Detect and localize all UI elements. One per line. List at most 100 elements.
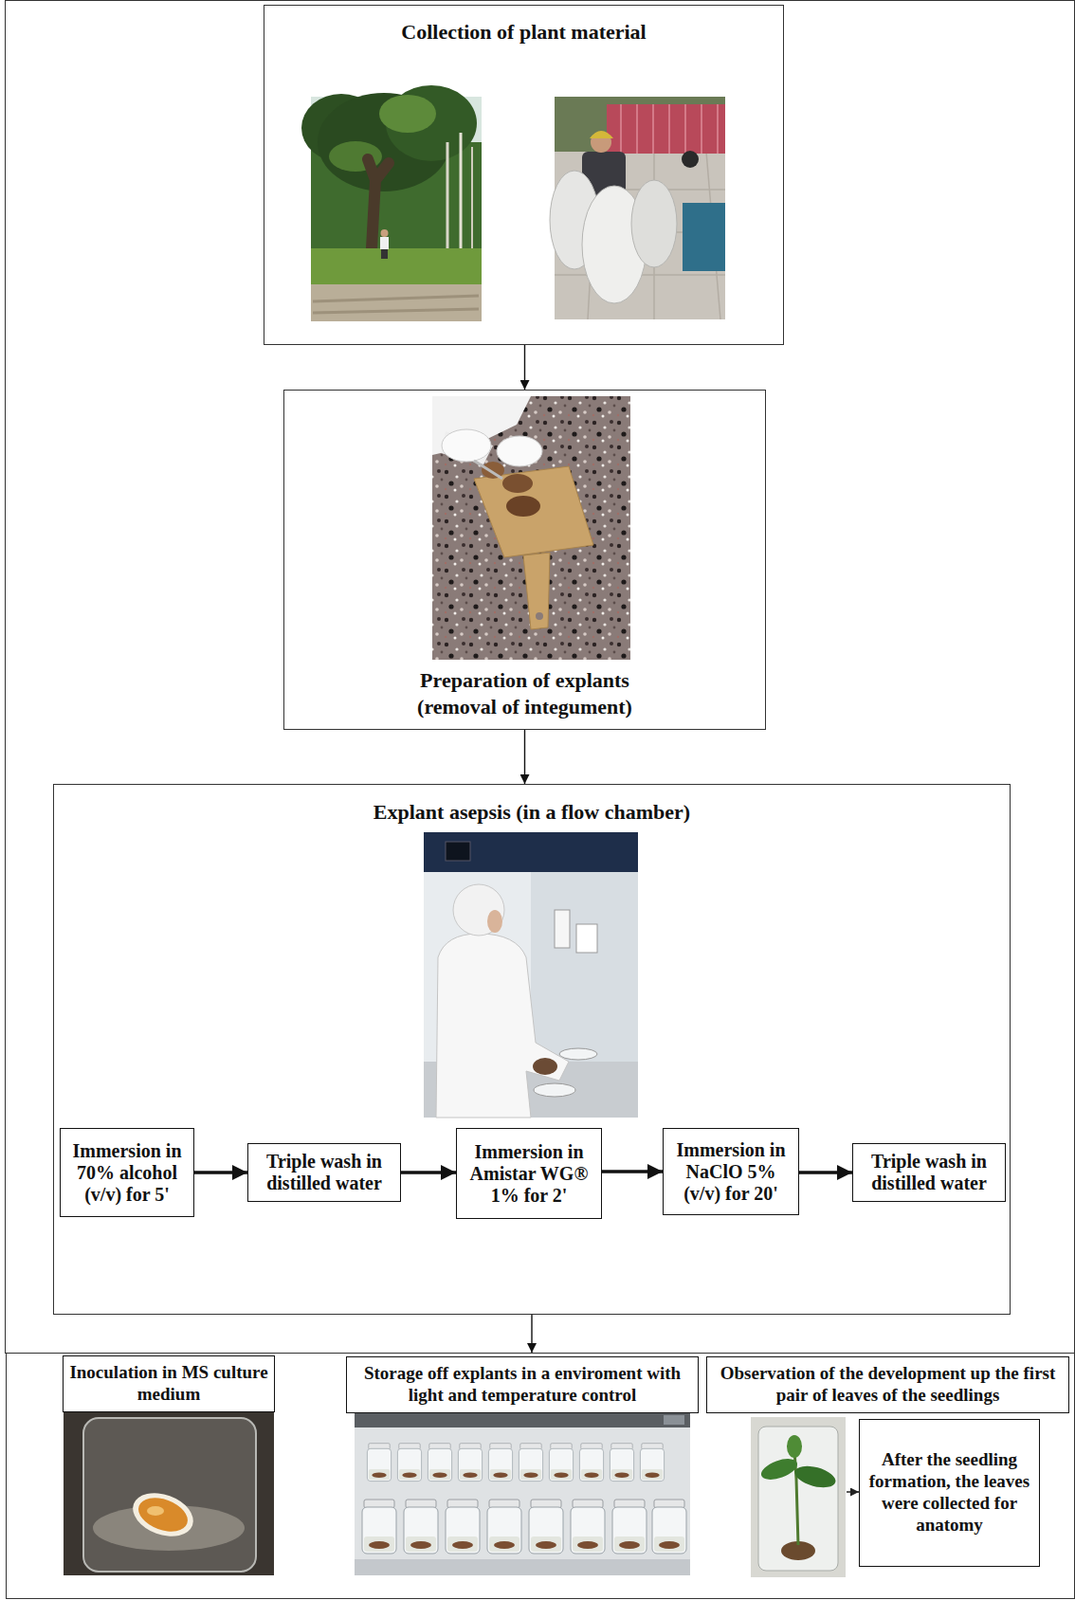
sacks-photo xyxy=(631,180,677,268)
tree-photo xyxy=(301,85,482,322)
flow-chamber-photo xyxy=(554,910,570,948)
flow-arrow xyxy=(194,1170,248,1175)
explant-preparation-photo xyxy=(432,396,631,660)
box-label: Inoculation in MS culture medium xyxy=(68,1362,270,1406)
sacks-photo xyxy=(606,104,726,154)
flow-arrow xyxy=(530,1314,532,1353)
sacks-photo xyxy=(549,96,726,320)
bottom-panel: Inoculation in MS culture medium Storage … xyxy=(5,1352,1075,1600)
growth-room-photo xyxy=(354,1412,691,1428)
tree-photo xyxy=(381,249,388,259)
seedling-photo xyxy=(792,1462,839,1493)
flow-chamber-photo xyxy=(436,933,569,1118)
tree-photo xyxy=(310,284,482,322)
flow-chamber-photo xyxy=(532,1057,558,1075)
growth-room-photo xyxy=(487,1499,522,1554)
flow-chamber-photo xyxy=(533,1083,576,1097)
box-label: Immersion in 70% alcohol (v/v) for 5' xyxy=(66,1140,188,1206)
flow-chamber-photo xyxy=(453,884,505,936)
sacks-photo xyxy=(620,104,718,154)
seedling-photo xyxy=(758,1455,801,1485)
stage-label-box: Observation of the development up the fi… xyxy=(706,1356,1070,1414)
step-box: Immersion in NaClO 5% (v/v) for 20' xyxy=(662,1128,800,1216)
stage-panel: Collection of plant material xyxy=(263,4,784,346)
box-label: Observation of the development up the fi… xyxy=(711,1363,1064,1407)
pointer-arrow xyxy=(846,1491,859,1494)
box-label: Immersion in Amistar WG® 1% for 2' xyxy=(462,1141,596,1207)
inoculation-photo xyxy=(127,1485,200,1545)
growth-room-photo xyxy=(427,1443,452,1482)
growth-room-photo xyxy=(362,1499,397,1554)
seedling-photo xyxy=(750,1417,846,1578)
inoculation-photo xyxy=(63,1412,274,1576)
growth-room-photo xyxy=(548,1443,573,1482)
box-label: After the seedling formation, the leaves… xyxy=(864,1449,1035,1536)
explant-preparation-photo xyxy=(502,473,533,493)
explant-preparation-photo xyxy=(523,552,550,630)
seedling-photo xyxy=(758,1426,839,1571)
stage-label-box: Inoculation in MS culture medium xyxy=(62,1355,275,1413)
inoculation-photo xyxy=(133,1492,193,1539)
growth-room-photo xyxy=(639,1443,664,1482)
stage-title: Preparation of explants (removal of inte… xyxy=(387,667,663,722)
explant-preparation-photo xyxy=(473,460,503,479)
growth-room-photo xyxy=(488,1443,512,1482)
tree-photo xyxy=(381,229,389,237)
growth-room-photo xyxy=(609,1443,634,1482)
tree-photo xyxy=(459,132,463,255)
box-label: Triple wash in distilled water xyxy=(254,1150,395,1195)
growth-room-photo xyxy=(354,1559,691,1576)
sacks-photo xyxy=(589,130,614,139)
growth-room-photo xyxy=(612,1499,647,1554)
growth-room-photo xyxy=(445,1499,480,1554)
tree-photo xyxy=(367,159,389,249)
tree-photo xyxy=(312,295,479,313)
explant-preparation-photo xyxy=(496,436,543,467)
growth-room-photo xyxy=(528,1499,564,1554)
stage-panel: Preparation of explants (removal of inte… xyxy=(283,389,766,730)
tree-photo xyxy=(446,142,450,255)
flow-chamber-photo xyxy=(423,832,638,1118)
flow-chamber-photo xyxy=(576,924,598,953)
flow-chamber-photo xyxy=(445,841,471,861)
explant-preparation-photo xyxy=(432,396,631,660)
flow-arrow xyxy=(400,1170,456,1175)
flow-arrow xyxy=(799,1170,853,1175)
flow-chamber-photo xyxy=(423,832,638,873)
flow-arrow xyxy=(524,345,526,390)
box-label: Immersion in NaClO 5% (v/v) for 20' xyxy=(669,1139,793,1205)
flow-arrow xyxy=(524,729,526,784)
growth-room-photo xyxy=(457,1443,482,1482)
explant-preparation-photo xyxy=(441,429,492,462)
step-box: Triple wash in distilled water xyxy=(852,1143,1006,1203)
growth-room-photo xyxy=(354,1412,691,1576)
sacks-photo xyxy=(681,150,699,168)
stage-title: Collection of plant material xyxy=(400,19,646,44)
flow-chamber-photo xyxy=(487,910,503,933)
box-label: Triple wash in distilled water xyxy=(858,1150,1000,1195)
flow-chamber-photo xyxy=(530,872,638,1062)
inoculation-photo xyxy=(146,1506,164,1516)
inoculation-photo xyxy=(83,1418,256,1572)
growth-room-photo xyxy=(663,1415,685,1425)
flow-chamber-photo xyxy=(559,1048,598,1060)
stage-title: Explant asepsis (in a flow chamber) xyxy=(373,800,691,824)
stage-label-box: Storage off explants in a enviroment wit… xyxy=(346,1356,699,1414)
stage-panel: Immersion in 70% alcohol (v/v) for 5' Tri… xyxy=(53,783,1011,1315)
inoculation-photo xyxy=(63,1412,274,1576)
seedling-photo xyxy=(750,1417,846,1578)
outer-frame xyxy=(5,0,1075,1354)
growth-room-photo xyxy=(570,1499,605,1554)
box-label: Storage off explants in a enviroment wit… xyxy=(351,1363,693,1407)
flow-arrow xyxy=(601,1169,663,1174)
explant-preparation-photo xyxy=(506,495,541,517)
sacks-photo xyxy=(682,202,726,272)
note-box: After the seedling formation, the leaves… xyxy=(858,1419,1040,1567)
growth-room-photo xyxy=(366,1443,391,1482)
explant-preparation-photo xyxy=(535,612,544,620)
tree-photo xyxy=(471,146,474,255)
step-box: Triple wash in distilled water xyxy=(247,1143,401,1203)
explant-preparation-photo xyxy=(473,466,594,558)
growth-room-photo xyxy=(518,1443,543,1482)
